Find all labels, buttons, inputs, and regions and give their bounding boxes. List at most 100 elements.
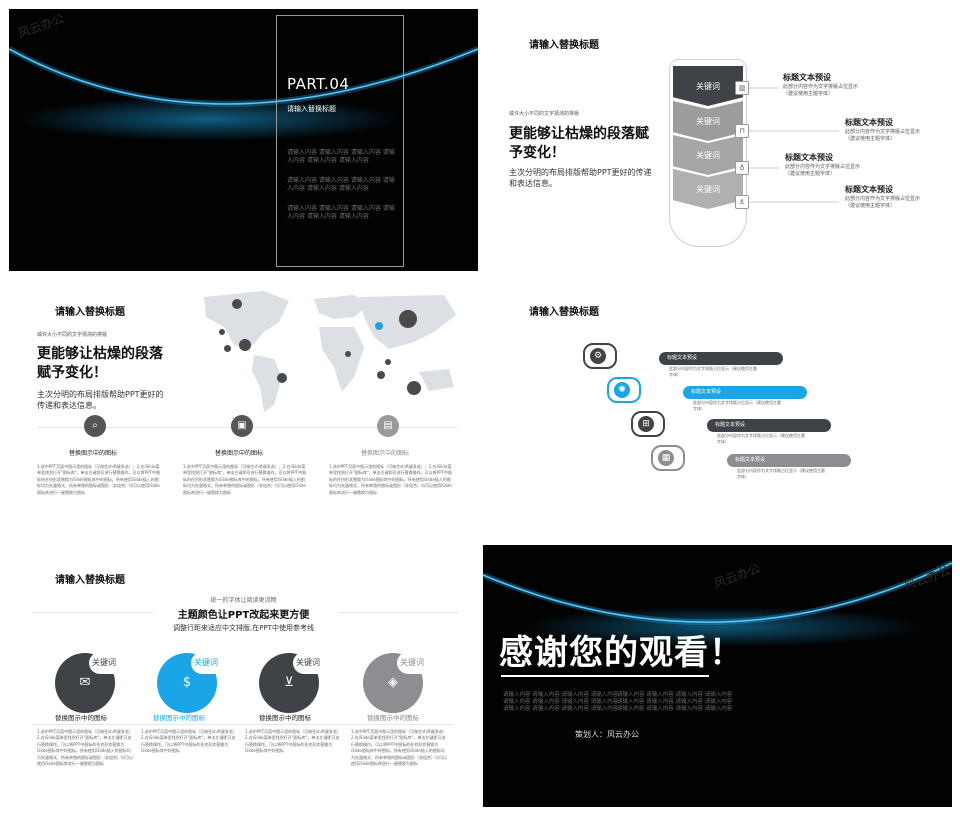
card-heading: 替换图示中的图标 (153, 714, 205, 722)
step-desc: 此部分内容作为文字排版占位显示（建议使用主题字体） (693, 400, 781, 411)
placeholder-text: 请输入内容 请输入内容 请输入内容 请输入内容 请输入内容 请输入内容 (287, 205, 395, 220)
planner-credit: 策划人：风云办公 (575, 730, 639, 739)
map-dot (219, 329, 225, 335)
column-text: 1.选中PPT页面中图示里的图标（可按住shift键多选）；2.在iSlide菜… (37, 464, 160, 495)
chevron-container (669, 59, 747, 247)
item-title: 标题文本预设 (785, 153, 833, 162)
step-ring[interactable]: ✺ (607, 377, 641, 403)
keyword-tag: 关键词 (191, 652, 231, 674)
item-desc: 此部分内容作为文字排版占位显示（建议使用主题字体） (845, 196, 921, 209)
column-heading: 替换图示中的图标 (69, 450, 118, 457)
slide-keyword-circles[interactable]: 请输入替换标题 统一的字体让阅读更流畅 主题颜色让PPT改起来更方便 调整行距来… (9, 545, 478, 807)
step-title: 标题文本预设 (691, 389, 722, 395)
keyword-tag: 关键词 (293, 652, 333, 674)
step-pill[interactable]: 标题文本预设 (659, 352, 783, 365)
small-note: 或许大小不同的文字猜测的排版 (509, 111, 580, 117)
thanks-heading: 感谢您的观看！ (499, 633, 744, 673)
map-dot (232, 299, 242, 309)
underline (501, 675, 709, 677)
body-text: 主次分明的布局排版帮助PPT更好的传递和表达信息。 (509, 168, 652, 189)
part-subtitle: 请输入替换标题 (287, 105, 336, 113)
slide-world-map[interactable]: 请输入替换标题 或许大小不同的文字猜测的排版 更能够让枯燥的段落赋予变化！ 主次… (9, 277, 478, 539)
slide-title: 请输入替换标题 (55, 307, 125, 318)
map-dot (385, 359, 391, 365)
blue-horizon-arc (9, 46, 478, 141)
blue-horizon-arc (483, 560, 952, 647)
keyword-tag: 关键词 (89, 652, 129, 674)
map-dot (277, 373, 287, 383)
slide-stepped-list[interactable]: 请输入替换标题 ⚙ ✺ ⊞ ▦ 标题文本预设 此部分内容作为文字排版占位显示（建… (483, 277, 952, 539)
grid-icon: ▦ (658, 450, 674, 466)
step-pill[interactable]: 标题文本预设 (727, 454, 851, 467)
slide-keyword-chevrons[interactable]: 请输入替换标题 或许大小不同的文字猜测的排版 更能够让枯燥的段落赋予变化！ 主次… (483, 9, 952, 271)
divider (33, 612, 153, 613)
card-text: 1.选中PPT页面中图示里的图标（可按住shift键多选） 2.在iSlide菜… (245, 729, 341, 754)
slide-title: 请输入替换标题 (55, 575, 125, 586)
bike-icon: ♁ (735, 161, 749, 175)
slide-thanks[interactable]: 风云办公 风云办公 感谢您的观看！ 请输入内容 请输入内容 请输入内容 请输入内… (483, 545, 952, 807)
step-title: 标题文本预设 (735, 457, 766, 463)
column-text: 1.选中PPT页面中图示里的图标（可按住shift键多选）；2.在iSlide菜… (183, 464, 306, 495)
gear-icon: ⚙ (590, 348, 606, 364)
placeholder-text: 请输入内容 请输入内容 请输入内容 请输入内容 请输入内容 请输入内容 请输入内… (503, 692, 619, 712)
slide-title: 请输入替换标题 (529, 40, 599, 51)
column-text: 1.选中PPT页面中图示里的图标（可按住shift键多选）；2.在iSlide菜… (329, 464, 452, 495)
body-text: 主次分明的布局排版帮助PPT更好的传递和表达信息。 (37, 390, 164, 411)
step-desc: 此部分内容作为文字排版占位显示（建议使用主题字体） (737, 468, 825, 479)
map-dot (399, 310, 417, 328)
slide-part-cover[interactable]: 风云办公 PART.04 请输入替换标题 请输入内容 请输入内容 请输入内容 请… (9, 9, 478, 271)
step-pill[interactable]: 标题文本预设 (683, 386, 807, 399)
chevron-keyword[interactable]: 关键词 (673, 66, 743, 106)
presentation-icon: ⊓ (735, 124, 749, 138)
map-dot (239, 339, 251, 351)
column-heading: 替换图示中的图标 (215, 450, 264, 457)
small-note: 或许大小不同的文字猜测的排版 (37, 332, 108, 338)
card-heading: 替换图示中的图标 (55, 714, 107, 722)
step-desc: 此部分内容作为文字排版占位显示（建议使用主题字体） (669, 366, 757, 377)
step-ring[interactable]: ▦ (651, 445, 685, 471)
building-icon: ▤ (377, 415, 399, 437)
placeholder-text: 请输入内容 请输入内容 请输入内容 请输入内容 请输入内容 请输入内容 (287, 149, 395, 164)
windows-icon: ⊞ (638, 416, 654, 432)
item-title: 标题文本预设 (845, 185, 893, 194)
tagline-3: 调整行距来适应中文排版,在PPT中使用参考线 (173, 624, 314, 632)
item-title: 标题文本预设 (783, 73, 831, 82)
chevron-keyword[interactable]: 关键词 (673, 169, 743, 209)
heading: 更能够让枯燥的段落赋予变化！ (509, 126, 649, 161)
divider (33, 724, 453, 725)
title-frame (276, 15, 404, 267)
item-desc: 此部分内容作为文字排版占位显示（建议使用主题字体） (783, 84, 859, 97)
keyword-label: 关键词 (696, 81, 720, 91)
step-title: 标题文本预设 (715, 422, 746, 428)
map-dot-highlight (375, 322, 383, 330)
keyword-tag: 关键词 (397, 652, 437, 674)
card-heading: 替换图示中的图标 (259, 714, 311, 722)
chart-icon: ▥ (735, 81, 749, 95)
card-text: 1.选中PPT页面中图示里的图标（可按住shift键多选） 2.在iSlide菜… (141, 729, 237, 754)
map-dot (377, 371, 385, 379)
step-ring[interactable]: ⊞ (631, 411, 665, 437)
part-number: PART.04 (287, 75, 350, 93)
map-dot (345, 351, 351, 357)
step-title: 标题文本预设 (667, 355, 698, 361)
card-heading: 替换图示中的图标 (367, 714, 419, 722)
heading: 更能够让枯燥的段落赋予变化！ (37, 346, 163, 381)
slide-title: 请输入替换标题 (529, 307, 599, 318)
card-text: 1.选中PPT页面中图示里的图标（可按住shift键多选） 2.在iSlide菜… (37, 729, 133, 766)
chevron-keyword[interactable]: 关键词 (673, 101, 743, 141)
aperture-icon: ✺ (614, 382, 630, 398)
column-heading: 替换图示中的图标 (361, 450, 410, 457)
connector-lines (749, 87, 839, 203)
item-desc: 此部分内容作为文字排版占位显示（建议使用主题字体） (845, 129, 921, 142)
step-pill[interactable]: 标题文本预设 (707, 419, 831, 432)
keyword-label: 关键词 (696, 116, 720, 126)
step-ring[interactable]: ⚙ (583, 343, 617, 369)
placeholder-text: 请输入内容 请输入内容 请输入内容 请输入内容 请输入内容 请输入内容 请输入内… (617, 692, 733, 712)
world-map (204, 291, 456, 412)
keyword-label: 关键词 (696, 184, 720, 194)
anchor-icon: ⚓ (735, 195, 749, 209)
search-doc-icon: ⌕ (84, 415, 106, 437)
keyword-label: 关键词 (696, 150, 720, 160)
divider (339, 612, 459, 613)
map-dot (407, 381, 421, 395)
